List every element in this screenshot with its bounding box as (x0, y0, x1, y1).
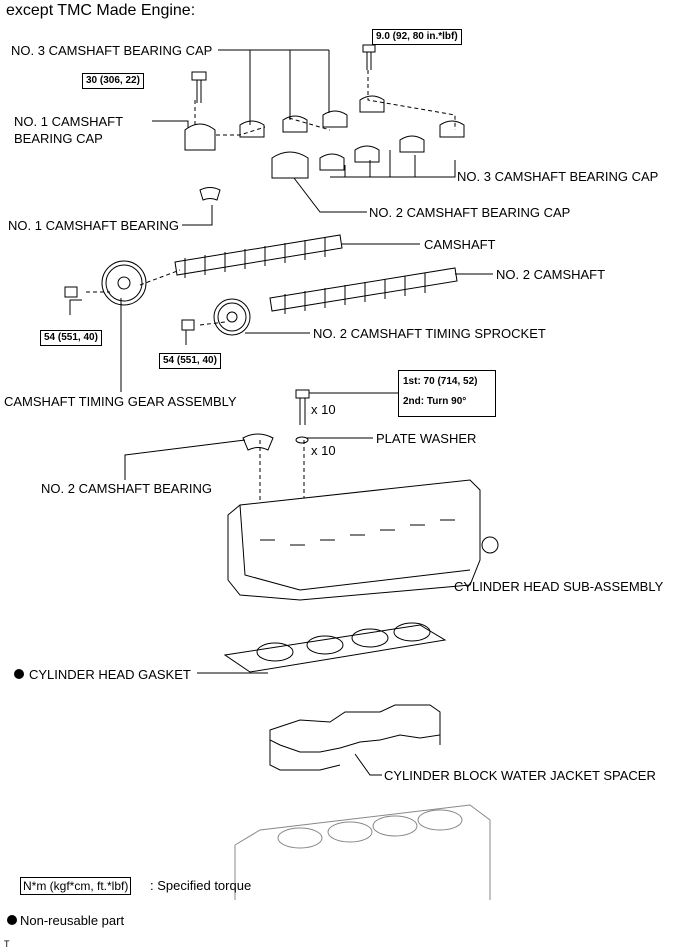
head-bolt-2nd: 2nd: Turn 90° (403, 396, 467, 407)
torque-box-sprocket-bolt: 54 (551, 40) (159, 353, 221, 369)
torque-box-cap-bolt: 30 (306, 22) (82, 73, 144, 89)
legend-nonreusable: Non-reusable part (20, 913, 125, 928)
torque-box-gear-bolt: 54 (551, 40) (40, 330, 102, 346)
nonreusable-dot-icon (14, 669, 24, 679)
label-no1-cap-line2: BEARING CAP (14, 131, 103, 146)
label-spacer: CYLINDER BLOCK WATER JACKET SPACER (384, 768, 656, 783)
label-no1-bearing: NO. 1 CAMSHAFT BEARING (8, 218, 179, 233)
label-washer-qty: x 10 (311, 443, 336, 458)
torque-box-head-bolt: 1st: 70 (714, 52) 2nd: Turn 90° (398, 370, 496, 417)
label-head-sub: CYLINDER HEAD SUB-ASSEMBLY (454, 579, 664, 594)
label-plate-washer: PLATE WASHER (376, 431, 477, 446)
label-gasket: CYLINDER HEAD GASKET (29, 667, 191, 682)
page-title: except TMC Made Engine: (6, 2, 196, 19)
label-no2-camshaft: NO. 2 CAMSHAFT (496, 267, 606, 282)
legend-dot-icon (7, 915, 17, 925)
label-no3-cap-right: NO. 3 CAMSHAFT BEARING CAP (457, 169, 659, 184)
label-no3-cap-top: NO. 3 CAMSHAFT BEARING CAP (11, 43, 213, 58)
label-no1-cap-line1: NO. 1 CAMSHAFT (14, 114, 124, 129)
label-camshaft: CAMSHAFT (424, 237, 496, 252)
torque-box-small-cap-bolt: 9.0 (92, 80 in.*lbf) (372, 29, 462, 45)
label-no2-cap: NO. 2 CAMSHAFT BEARING CAP (369, 205, 571, 220)
legend-torque-units: N*m (kgf*cm, ft.*lbf) (20, 877, 132, 895)
label-timing-gear: CAMSHAFT TIMING GEAR ASSEMBLY (4, 394, 237, 409)
label-no2-sprocket: NO. 2 CAMSHAFT TIMING SPROCKET (313, 326, 546, 341)
footer-mark: T (4, 939, 10, 949)
head-bolt-1st: 1st: 70 (714, 52) (403, 376, 478, 387)
label-bolt-qty: x 10 (311, 402, 336, 417)
legend-torque-desc: : Specified torque (150, 878, 252, 893)
label-no2-bearing: NO. 2 CAMSHAFT BEARING (41, 481, 212, 496)
